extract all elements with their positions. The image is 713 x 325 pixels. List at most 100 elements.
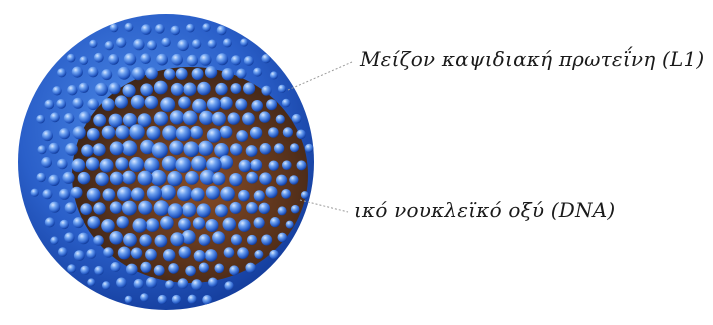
capsomere-knob <box>261 86 271 96</box>
capsomere-knob <box>238 190 250 202</box>
capsomere-knob <box>64 232 74 242</box>
capsomere-knob <box>167 171 182 186</box>
capsomere-knob <box>65 143 78 156</box>
capsomere-knob <box>57 68 66 77</box>
capsomere-knob <box>206 219 219 232</box>
capsomere-knob <box>182 203 197 218</box>
capsomere-knob <box>172 295 181 304</box>
capsomere-knob <box>115 157 128 170</box>
capsomere-knob <box>282 160 292 170</box>
capsomere-knob <box>124 23 133 32</box>
capsomere-knob <box>72 98 83 109</box>
capsomere-knob <box>278 85 286 93</box>
capsomere-knob <box>101 69 112 80</box>
capsomere-knob <box>208 40 217 49</box>
capsomere-knob <box>140 293 149 302</box>
capsomere-knob <box>212 172 225 185</box>
capsomere-knob <box>185 266 196 277</box>
capsomere-knob <box>220 187 235 202</box>
capsomere-knob <box>110 262 120 272</box>
capsomere-knob <box>116 278 127 289</box>
capsomere-knob <box>80 203 92 215</box>
capsomere-knob <box>235 99 247 111</box>
capsomere-knob <box>50 237 58 245</box>
capsomere-knob <box>124 53 136 65</box>
capsomere-knob <box>269 161 279 171</box>
capsomere-knob <box>170 110 184 124</box>
capsomere-knob <box>230 202 242 214</box>
capsomere-knob <box>244 56 254 66</box>
capsomere-knob <box>220 126 233 139</box>
capsomere-knob <box>145 96 158 109</box>
capsomere-knob <box>259 111 270 122</box>
capsomere-knob <box>243 82 255 94</box>
capsomere-knob <box>38 145 47 154</box>
capsomere-knob <box>95 172 109 186</box>
capsomere-knob <box>191 188 205 202</box>
capsomere-knob <box>207 128 221 142</box>
capsomere-knob <box>140 83 153 96</box>
capsomere-knob <box>103 247 113 257</box>
capsomere-knob <box>301 191 309 199</box>
capsomere-knob <box>191 156 207 172</box>
capsomere-knob <box>278 233 288 243</box>
capsomere-knob <box>36 115 45 124</box>
capsomere-knob <box>164 69 176 81</box>
capsomere-knob <box>48 175 59 186</box>
capsomere-knob <box>259 172 272 185</box>
capsomere-knob <box>231 234 242 245</box>
capsomere-knob <box>185 171 199 185</box>
capsomere-knob <box>179 246 191 258</box>
capsomere-knob <box>171 83 184 96</box>
capsomere-knob <box>133 39 144 50</box>
capsomere-knob <box>45 217 55 227</box>
capsomere-knob <box>160 216 174 230</box>
capsomere-knob <box>162 156 177 171</box>
capsomere-knob <box>259 203 270 214</box>
capsomere-knob <box>198 141 213 156</box>
capsomere-knob <box>41 157 52 168</box>
capsomere-knob <box>117 216 129 228</box>
capsomere-knob <box>240 39 248 47</box>
capsomere-knob <box>177 186 192 201</box>
capsomere-knob <box>78 233 90 245</box>
capsomere-knob <box>222 68 234 80</box>
capsomere-knob <box>296 130 306 140</box>
capsomere-knob <box>276 175 287 186</box>
capsomere-knob <box>168 263 179 274</box>
capsomere-knob <box>60 220 69 229</box>
capsomere-knob <box>237 247 249 259</box>
capsomere-knob <box>161 38 170 47</box>
capsomere-knob <box>94 53 104 63</box>
capsomere-knob <box>87 99 99 111</box>
capsomere-knob <box>192 39 201 48</box>
capsomere-knob <box>152 142 168 158</box>
capsomere-knob <box>261 235 272 246</box>
capsomere-knob <box>194 250 206 262</box>
capsomere-knob <box>171 26 181 36</box>
capsomere-knob <box>154 265 165 276</box>
capsomere-knob <box>132 67 145 80</box>
capsomere-knob <box>207 97 221 111</box>
capsomere-knob <box>151 170 167 186</box>
capsomere-knob <box>175 157 191 173</box>
capsomere-knob <box>110 24 119 33</box>
capsomere-knob <box>102 126 116 140</box>
capsomere-knob <box>116 37 126 47</box>
capsomere-knob <box>146 277 157 288</box>
capsomere-knob <box>217 26 227 36</box>
capsomere-knob <box>147 40 157 50</box>
capsomere-knob <box>199 111 213 125</box>
capsomere-knob <box>50 112 60 122</box>
capsomere-knob <box>254 217 265 228</box>
capsomere-knob <box>200 54 212 66</box>
capsomere-knob <box>109 114 123 128</box>
capsomere-knob <box>110 141 124 155</box>
capsomere-knob <box>123 233 137 247</box>
capsomere-knob <box>73 217 84 228</box>
capsomere-knob <box>216 53 228 65</box>
capsomere-knob <box>212 231 225 244</box>
capsomere-knob <box>305 144 314 153</box>
capsomere-knob <box>206 186 220 200</box>
capsomere-knob <box>89 40 97 48</box>
